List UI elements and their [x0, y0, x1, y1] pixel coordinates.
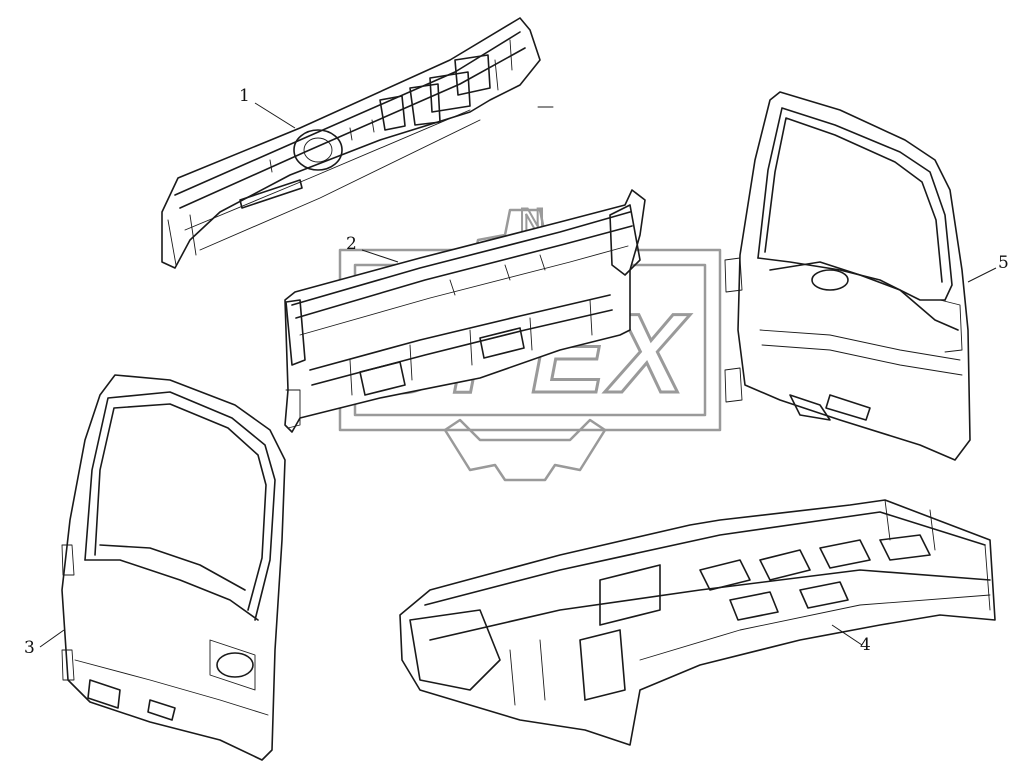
part-1-upper-panel — [161, 17, 541, 269]
callout-3: 3 — [24, 638, 35, 658]
callout-1: 1 — [239, 86, 250, 106]
part-4-floor-panel — [399, 499, 996, 746]
part-2-cross-panel — [284, 189, 646, 433]
callout-2: 2 — [346, 234, 357, 254]
part-3-left-door — [61, 374, 286, 761]
leader-lines — [39, 102, 997, 648]
callout-4: 4 — [860, 635, 871, 655]
part-5-right-door — [724, 91, 971, 461]
callout-5: 5 — [998, 253, 1009, 273]
